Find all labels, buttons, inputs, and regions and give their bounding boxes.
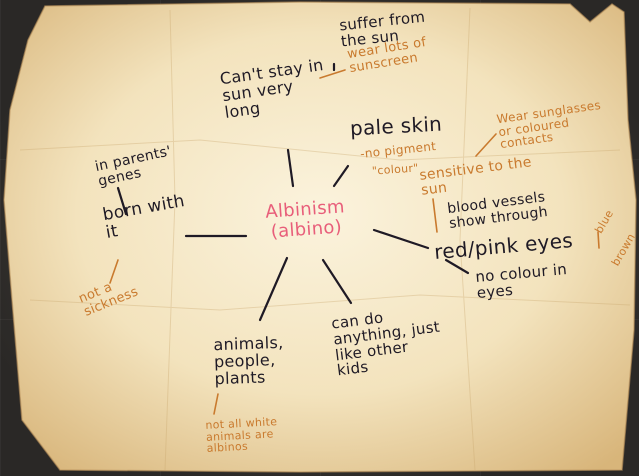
note-not-all-white-animals: not all white animals are albinos	[205, 415, 278, 455]
center-topic: Albinism (albino)	[265, 196, 347, 242]
note-can-do-anything: can do anything, just like other kids	[330, 308, 441, 380]
note-pale-skin: pale skin	[349, 111, 443, 141]
note-animals-people-plants: animals, people, plants	[213, 332, 284, 388]
